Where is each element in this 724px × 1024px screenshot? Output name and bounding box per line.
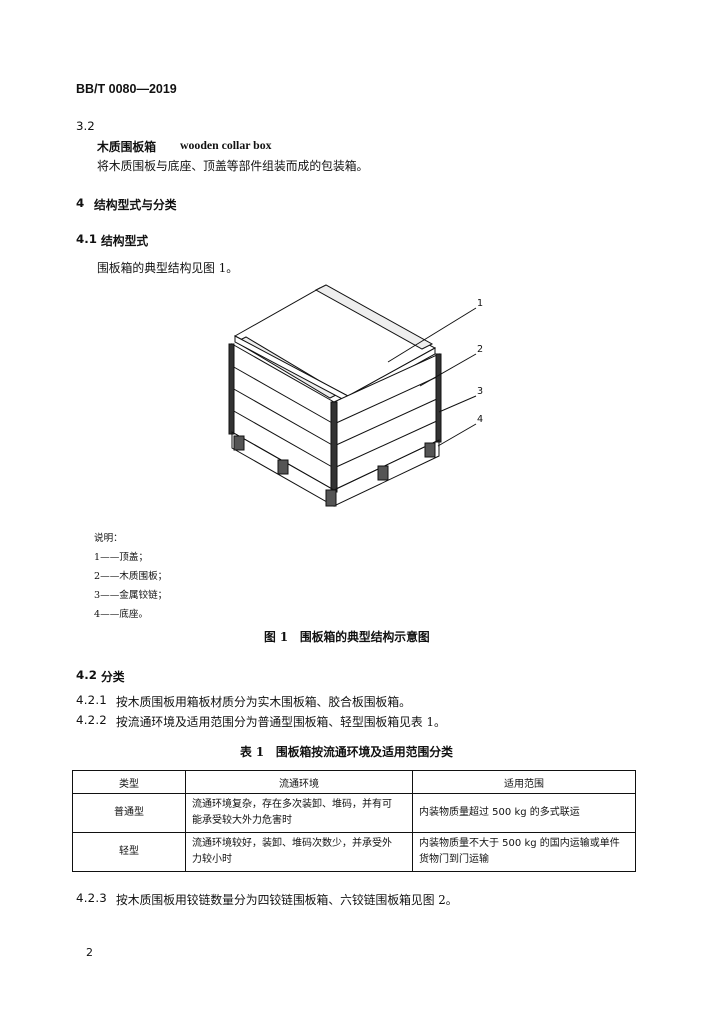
cell-environment-line: 流通环境复杂，存在多次装卸、堆码，并有可 — [192, 799, 392, 810]
section-3-2-number: 3.2 — [76, 119, 95, 133]
table-row: 轻型 流通环境较好，装卸、堆码次数少，并承受外 力较小时 内装物质量不大于 50… — [72, 832, 636, 872]
cell-environment-line: 力较小时 — [192, 854, 232, 865]
cell-scope-line: 内装物质量不大于 500 kg 的国内运输或单件 — [419, 838, 620, 849]
leader-line-2 — [419, 353, 477, 387]
column-header-type: 类型 — [72, 770, 186, 794]
cell-scope: 内装物质量超过 500 kg 的多式联运 — [412, 793, 636, 833]
hinge-front-left — [228, 343, 235, 435]
classification-table: 类型 流通环境 适用范围 普通型 流通环境复杂，存在多次装卸、堆码，并有可 能承… — [72, 770, 636, 872]
legend-item: 1——顶盖； — [94, 552, 149, 563]
term-definition: 将木质围板与底座、顶盖等部件组装而成的包装箱。 — [97, 159, 369, 173]
cell-environment: 流通环境较好，装卸、堆码次数少，并承受外 力较小时 — [185, 832, 413, 872]
document-code: BB/T 0080—2019 — [76, 82, 177, 96]
clause-4-2-1-text: 按木质围板用箱板材质分为实木围板箱、胶合板围板箱。 — [116, 695, 411, 709]
column-header-environment: 流通环境 — [185, 770, 413, 794]
lid-strap-right — [314, 284, 434, 350]
callout-4: 4 — [477, 414, 484, 425]
clause-4-2-1-number: 4.2.1 — [76, 693, 108, 707]
leader-line-1 — [387, 307, 477, 363]
section-4-title: 结构型式与分类 — [94, 198, 177, 212]
hinge-front-corner — [330, 401, 338, 493]
table-1-caption: 表 1 围板箱按流通环境及适用范围分类 — [240, 745, 453, 759]
table-header-row: 类型 流通环境 适用范围 — [72, 770, 636, 794]
cell-environment: 流通环境复杂，存在多次装卸、堆码，并有可 能承受较大外力危害时 — [185, 793, 413, 833]
clause-4-2-2-number: 4.2.2 — [76, 713, 108, 727]
legend-title: 说明： — [94, 533, 123, 544]
collar-box-drawing — [228, 284, 477, 507]
legend-item: 3——金属铰链； — [94, 590, 168, 601]
term-chinese: 木质围板箱 — [97, 140, 156, 154]
cell-scope-line: 货物门到门运输 — [419, 854, 489, 865]
column-header-scope: 适用范围 — [412, 770, 636, 794]
cell-environment-line: 能承受较大外力危害时 — [192, 815, 292, 826]
clause-4-2-3-number: 4.2.3 — [76, 891, 108, 905]
leader-line-3 — [438, 395, 477, 413]
section-4-1-body: 围板箱的典型结构见图 1。 — [97, 261, 239, 275]
page-number: 2 — [86, 946, 93, 959]
legend-item: 4——底座。 — [94, 609, 149, 620]
callout-3: 3 — [477, 386, 484, 397]
cell-scope: 内装物质量不大于 500 kg 的国内运输或单件 货物门到门运输 — [412, 832, 636, 872]
section-4-2-number: 4.2 — [76, 668, 97, 682]
legend-item: 2——木质围板； — [94, 571, 168, 582]
section-4-1-title: 结构型式 — [101, 234, 149, 248]
cell-type: 普通型 — [72, 793, 186, 833]
cell-type: 轻型 — [72, 832, 186, 872]
section-4-number: 4 — [76, 196, 85, 210]
clause-4-2-2-text: 按流通环境及适用范围分为普通型围板箱、轻型围板箱见表 1。 — [116, 715, 446, 729]
cell-scope-line: 内装物质量超过 500 kg 的多式联运 — [419, 807, 580, 818]
figure-1-collar-box: 1 2 3 4 — [220, 278, 500, 518]
cell-environment-line: 流通环境较好，装卸、堆码次数少，并承受外 — [192, 838, 392, 849]
clause-4-2-3-text: 按木质围板用铰链数量分为四铰链围板箱、六铰链围板箱见图 2。 — [116, 893, 458, 907]
table-row: 普通型 流通环境复杂，存在多次装卸、堆码，并有可 能承受较大外力危害时 内装物质… — [72, 793, 636, 833]
callout-2: 2 — [477, 344, 484, 355]
section-4-1-number: 4.1 — [76, 232, 97, 246]
hinge-back-right — [435, 353, 442, 443]
leader-line-4 — [437, 423, 477, 447]
term-english: wooden collar box — [180, 138, 272, 152]
callout-1: 1 — [477, 298, 484, 309]
figure-1-caption: 图 1 围板箱的典型结构示意图 — [264, 630, 430, 644]
section-4-2-title: 分类 — [101, 670, 125, 684]
